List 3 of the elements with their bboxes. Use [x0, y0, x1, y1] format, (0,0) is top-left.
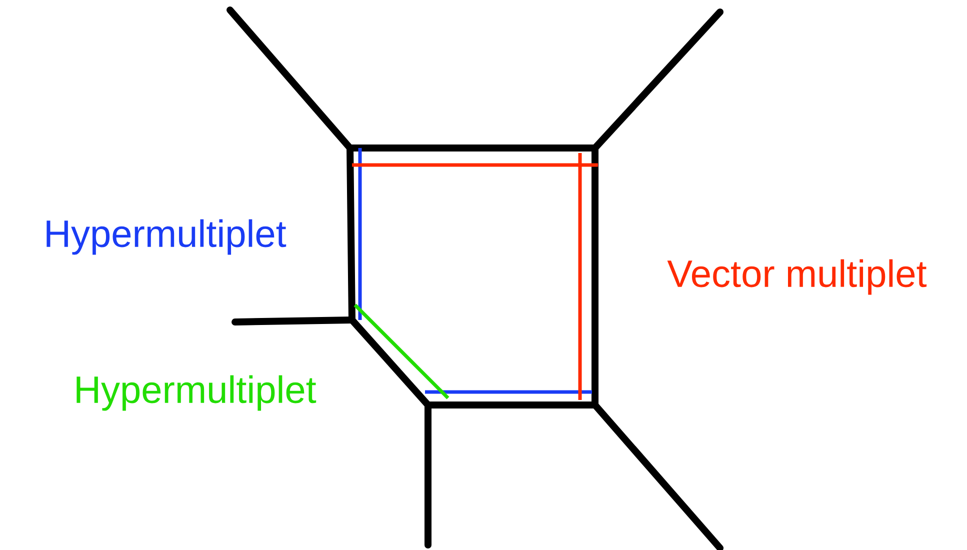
multiplet-label: Vector multiplet: [667, 259, 927, 295]
multiplet-label: Hypermultiplet: [46, 219, 286, 255]
multiplet-label: Hypermultiplet: [76, 375, 316, 411]
